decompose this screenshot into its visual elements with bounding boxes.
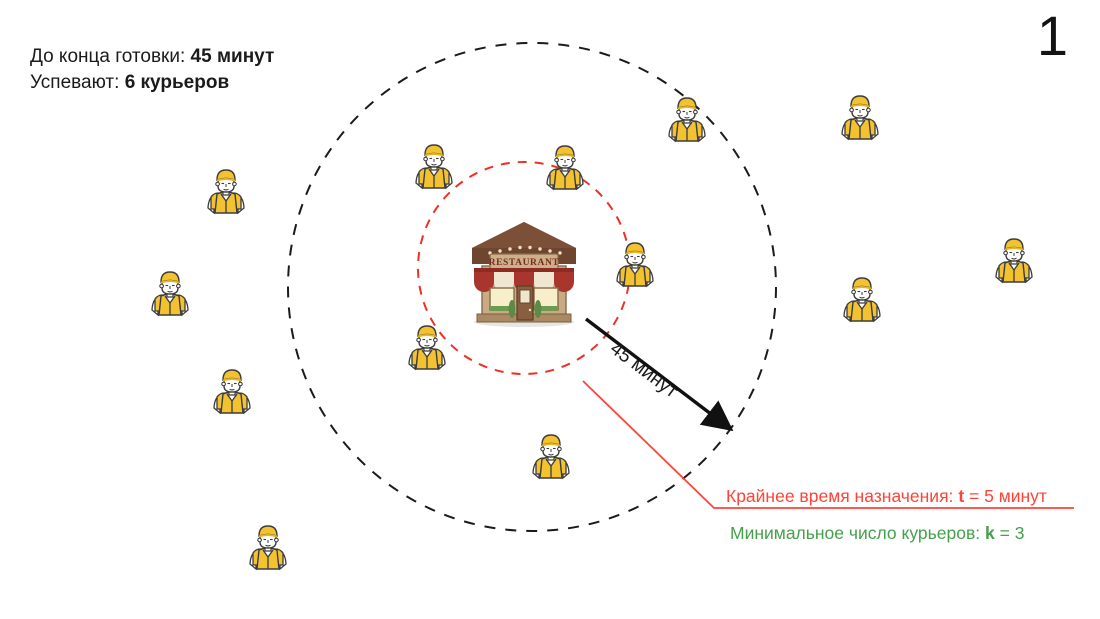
header-available-line: Успевают: 6 курьеров [30, 70, 274, 96]
svg-text:RESTAURANT: RESTAURANT [489, 258, 560, 268]
courier-2 [141, 269, 199, 327]
header-available-value: 6 курьеров [124, 72, 230, 94]
min-couriers-symbol: k [985, 523, 995, 543]
restaurant-icon: RESTAURANT [460, 214, 588, 330]
header-cook-time-label: До конца готовки: [30, 46, 186, 67]
courier-9 [522, 432, 580, 490]
deadline-annotation: Крайнее время назначения: t = 5 минут [726, 486, 1047, 506]
header-available-label: Успевают: [30, 72, 120, 94]
header-cook-time-value: 45 минут [190, 46, 275, 67]
min-couriers-label: Минимальное число курьеров: [730, 523, 981, 543]
courier-1 [197, 167, 255, 225]
deadline-label: Крайнее время назначения: [726, 486, 954, 506]
header-cook-time-line: До конца готовки: 45 минут [30, 44, 274, 70]
page-number: 1 [1036, 4, 1068, 67]
courier-11 [831, 93, 889, 151]
min-couriers-value: = 3 [999, 523, 1025, 543]
deadline-value: = 5 минут [969, 486, 1047, 506]
courier-12 [833, 275, 891, 333]
courier-10 [658, 95, 716, 153]
outer-reach-circle [287, 42, 777, 532]
courier-7 [398, 323, 456, 381]
red-leader-line [582, 380, 1074, 509]
courier-6 [536, 143, 594, 201]
courier-4 [239, 523, 297, 581]
min-couriers-annotation: Минимальное число курьеров: k = 3 [730, 523, 1025, 543]
courier-8 [606, 240, 664, 298]
deadline-symbol: t [958, 486, 965, 506]
courier-5 [405, 142, 463, 200]
courier-3 [203, 367, 261, 425]
header-info: До конца готовки: 45 минут Успевают: 6 к… [30, 44, 274, 96]
radius-arrow [584, 317, 734, 432]
courier-13 [985, 236, 1043, 294]
